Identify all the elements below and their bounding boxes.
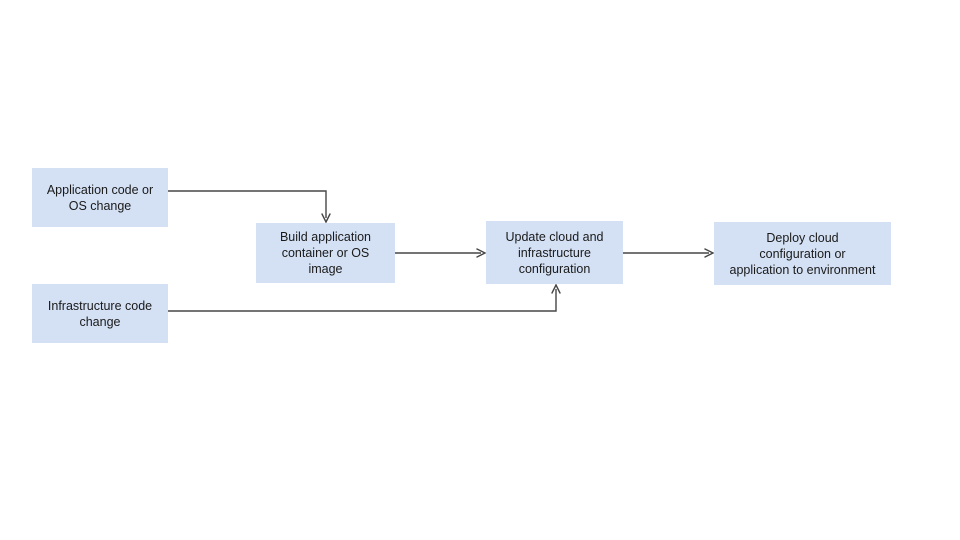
node-label: Update cloud and infrastructure configur… [505,229,604,276]
node-update-cloud-and-infrastructure-configuration[interactable]: Update cloud and infrastructure configur… [486,221,623,284]
node-application-code-or-os-change[interactable]: Application code or OS change [32,168,168,227]
arrowhead-right-icon [704,248,715,258]
arrowhead-down-icon [321,213,331,224]
edge-app-change-to-build [168,190,327,218]
node-infrastructure-code-change[interactable]: Infrastructure code change [32,284,168,343]
node-label: Infrastructure code change [47,298,153,329]
node-label: Deploy cloud configuration or applicatio… [729,230,876,277]
arrowhead-right-icon [476,248,487,258]
node-build-application-container-or-os-image[interactable]: Build application container or OS image [256,223,395,283]
node-label: Build application container or OS image [279,230,372,276]
edge-infrastructure-change-to-update [168,289,557,312]
node-deploy-cloud-configuration-or-application-to-environment[interactable]: Deploy cloud configuration or applicatio… [714,222,891,285]
node-label: Application code or OS change [46,182,154,213]
arrowhead-up-icon [551,283,561,294]
